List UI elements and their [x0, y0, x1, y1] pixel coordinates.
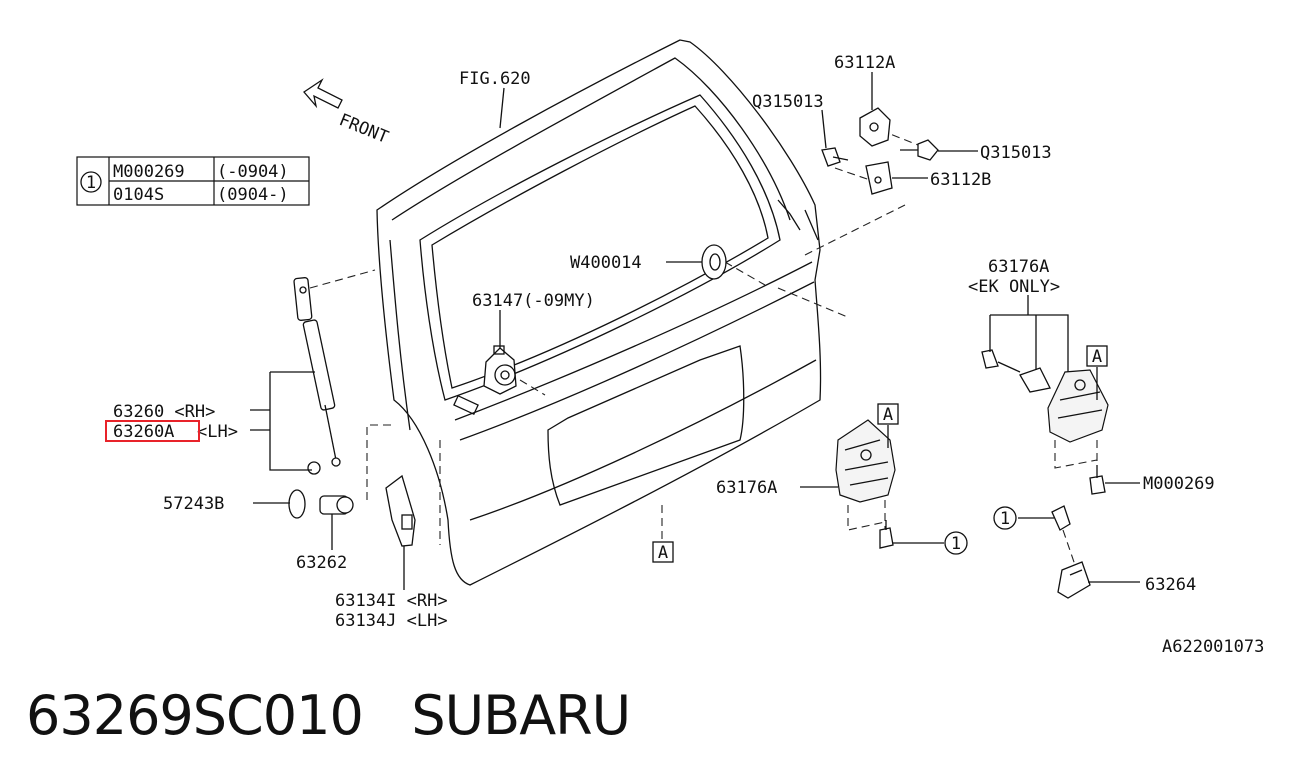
dashed-leaders: [309, 129, 1098, 566]
table-circle-marker: [80, 171, 102, 193]
leader-lines: [250, 72, 1140, 590]
ref-box-a-right: A: [1086, 345, 1108, 367]
latch-right-part: [981, 349, 1109, 495]
label-63112a: 63112A: [834, 53, 895, 73]
ref-box-a-center: A: [877, 403, 899, 425]
image-code: A622001073: [1162, 637, 1264, 657]
label-63262: 63262: [296, 553, 347, 573]
label-63260a-side: <LH>: [197, 422, 238, 442]
label-q315013-right: Q315013: [980, 143, 1052, 163]
label-ek-only: <EK ONLY>: [968, 277, 1060, 297]
table-row-part: M000269: [113, 162, 185, 182]
striker-parts: [821, 107, 939, 195]
label-q315013-top: Q315013: [752, 92, 824, 112]
label-m000269: M000269: [1143, 474, 1215, 494]
label-w400014: W400014: [570, 253, 642, 273]
bracket-part: [1051, 505, 1091, 599]
front-label: FRONT: [336, 110, 391, 148]
table-row-part: 0104S: [113, 185, 164, 205]
gas-strut-part: [293, 277, 341, 475]
svg-text:1: 1: [1000, 509, 1010, 529]
label-63176a-center: 63176A: [716, 478, 777, 498]
label-63147: 63147(-09MY): [472, 291, 595, 311]
label-fig-620: FIG.620: [459, 69, 531, 89]
part-number: 63269SC010: [26, 684, 364, 747]
label-63112b: 63112B: [930, 170, 991, 190]
bumper-parts: [288, 489, 354, 519]
grommet-part: [701, 244, 727, 280]
label-63134i: 63134I <RH>: [335, 591, 448, 611]
brand-name: SUBARU: [411, 684, 631, 747]
svg-text:A: A: [658, 543, 668, 563]
front-arrow-icon: [303, 78, 343, 109]
svg-text:A: A: [1092, 347, 1102, 367]
motor-part: [483, 345, 517, 395]
label-57243b: 57243B: [163, 494, 224, 514]
circle-marker-right: 1: [993, 506, 1017, 530]
svg-text:A: A: [883, 405, 893, 425]
reference-table: 1 M000269 (-0904) 0104S (0904-): [76, 156, 310, 206]
footer-title: 63269SC010 SUBARU: [26, 684, 631, 747]
label-63134j: 63134J <LH>: [335, 611, 448, 631]
tailgate-drawing: [376, 39, 822, 586]
circle-marker-center: 1: [944, 531, 968, 555]
label-63260a-code: 63260A: [113, 422, 174, 442]
ref-box-a-bottom: A: [652, 541, 674, 563]
svg-text:1: 1: [951, 534, 961, 554]
label-63176a-right: 63176A: [988, 257, 1049, 277]
table-circle-number: 1: [86, 173, 96, 193]
side-trim-part: [385, 474, 416, 547]
table-row-range: (-0904): [217, 162, 289, 182]
label-63260: 63260 <RH>: [113, 402, 215, 422]
highlight-box: [105, 420, 200, 442]
label-63264: 63264: [1145, 575, 1196, 595]
table-row-range: (0904-): [217, 185, 289, 205]
latch-center-part: [835, 419, 896, 549]
